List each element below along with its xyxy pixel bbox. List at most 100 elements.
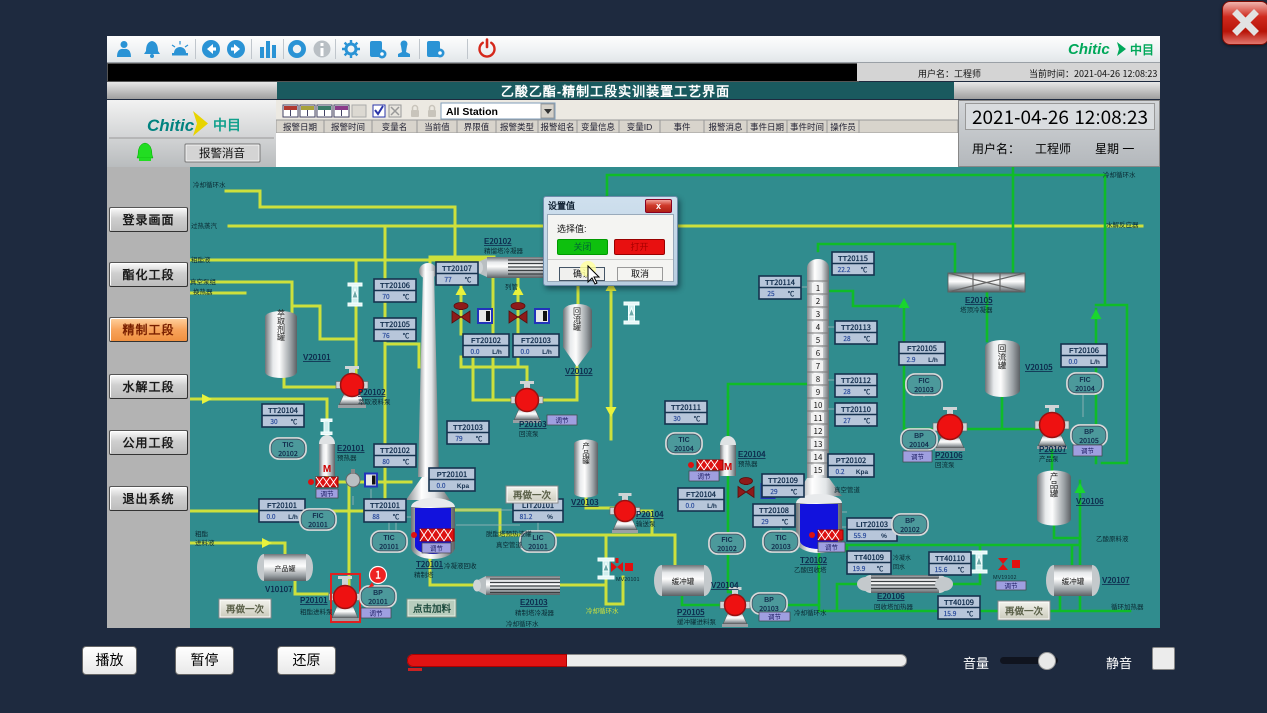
svg-text:V10107: V10107 bbox=[265, 584, 293, 595]
svg-text:L/h: L/h bbox=[1090, 356, 1100, 366]
svg-text:报警消音: 报警消音 bbox=[199, 145, 245, 161]
svg-text:20104: 20104 bbox=[909, 440, 929, 450]
svg-text:℃: ℃ bbox=[864, 415, 871, 425]
svg-text:P20101: P20101 bbox=[300, 595, 328, 606]
svg-text:调节: 调节 bbox=[1005, 580, 1019, 590]
svg-text:P20105: P20105 bbox=[677, 607, 705, 618]
svg-text:FT20104: FT20104 bbox=[686, 489, 717, 500]
svg-text:P20103: P20103 bbox=[519, 419, 547, 430]
svg-text:℃: ℃ bbox=[403, 330, 410, 340]
svg-text:MV20101: MV20101 bbox=[616, 575, 640, 583]
svg-text:20104: 20104 bbox=[1075, 384, 1095, 394]
svg-text:BP: BP bbox=[914, 431, 924, 441]
svg-text:%: % bbox=[881, 530, 887, 540]
svg-text:调节: 调节 bbox=[556, 415, 570, 425]
svg-text:℃: ℃ bbox=[782, 516, 789, 526]
svg-text:水解反应器: 水解反应器 bbox=[1106, 219, 1139, 229]
svg-text:V20104: V20104 bbox=[711, 580, 739, 591]
svg-text:℃: ℃ bbox=[967, 608, 974, 618]
svg-text:报警类型: 报警类型 bbox=[500, 121, 535, 133]
svg-text:粗酯液: 粗酯液 bbox=[191, 254, 211, 264]
svg-text:E20104: E20104 bbox=[738, 449, 766, 460]
svg-text:T20101: T20101 bbox=[416, 559, 444, 570]
svg-text:精馏塔冷凝器: 精馏塔冷凝器 bbox=[484, 245, 524, 255]
svg-text:0.0: 0.0 bbox=[436, 480, 445, 490]
svg-text:精制塔: 精制塔 bbox=[414, 569, 434, 579]
svg-text:30: 30 bbox=[673, 413, 681, 423]
svg-text:8: 8 bbox=[816, 374, 821, 385]
svg-text:预热器: 预热器 bbox=[738, 458, 758, 468]
svg-text:0.0: 0.0 bbox=[685, 500, 694, 510]
svg-text:Chitic: Chitic bbox=[147, 111, 195, 136]
svg-text:事件时间: 事件时间 bbox=[790, 121, 824, 133]
svg-text:TT20101: TT20101 bbox=[370, 500, 400, 511]
svg-text:冷凝水: 冷凝水 bbox=[893, 553, 911, 562]
svg-text:TT20108: TT20108 bbox=[759, 505, 789, 516]
svg-text:缓冲罐: 缓冲罐 bbox=[1062, 576, 1085, 587]
svg-text:调节: 调节 bbox=[370, 608, 384, 618]
svg-text:15.9: 15.9 bbox=[944, 608, 957, 618]
svg-text:塔顶冷凝器: 塔顶冷凝器 bbox=[960, 304, 993, 314]
svg-text:萃取剂罐: 萃取剂罐 bbox=[276, 308, 287, 342]
svg-text:79: 79 bbox=[455, 433, 463, 443]
svg-text:℃: ℃ bbox=[393, 511, 400, 521]
svg-text:PT20101: PT20101 bbox=[437, 469, 467, 480]
svg-text:0.0: 0.0 bbox=[1068, 356, 1077, 366]
svg-text:E20103: E20103 bbox=[520, 597, 548, 608]
svg-text:PT20102: PT20102 bbox=[836, 455, 866, 466]
svg-text:MV19102: MV19102 bbox=[993, 573, 1017, 581]
svg-text:81.2: 81.2 bbox=[520, 511, 533, 521]
svg-text:℃: ℃ bbox=[877, 563, 884, 573]
svg-text:℃: ℃ bbox=[403, 291, 410, 301]
svg-text:28: 28 bbox=[843, 386, 851, 396]
svg-text:20102: 20102 bbox=[278, 449, 298, 459]
svg-text:E20102: E20102 bbox=[484, 236, 512, 247]
svg-text:回流泵: 回流泵 bbox=[519, 428, 539, 438]
svg-text:Kpa: Kpa bbox=[457, 480, 470, 490]
svg-text:20102: 20102 bbox=[717, 544, 737, 554]
svg-text:粗酯: 粗酯 bbox=[195, 528, 209, 538]
svg-text:冷却循环水: 冷却循环水 bbox=[506, 618, 539, 628]
svg-text:LIT20103: LIT20103 bbox=[856, 519, 888, 530]
svg-text:调节: 调节 bbox=[321, 488, 335, 498]
svg-text:88: 88 bbox=[372, 511, 380, 521]
svg-text:10: 10 bbox=[814, 400, 823, 411]
svg-text:FIC: FIC bbox=[312, 511, 323, 521]
svg-text:中目: 中目 bbox=[1130, 41, 1154, 58]
svg-text:20101: 20101 bbox=[528, 542, 548, 552]
svg-text:76: 76 bbox=[382, 330, 390, 340]
svg-text:萃取液料泵: 萃取液料泵 bbox=[358, 396, 391, 406]
svg-text:产品罐: 产品罐 bbox=[1048, 472, 1060, 499]
svg-text:TT20111: TT20111 bbox=[671, 402, 701, 413]
svg-text:20103: 20103 bbox=[759, 604, 779, 614]
svg-text:2: 2 bbox=[816, 296, 821, 307]
svg-text:回收塔加热器: 回收塔加热器 bbox=[874, 601, 914, 611]
svg-text:TT20107: TT20107 bbox=[442, 263, 472, 274]
svg-text:P20106: P20106 bbox=[935, 450, 963, 461]
svg-text:TT20114: TT20114 bbox=[765, 277, 796, 288]
svg-text:V20103: V20103 bbox=[571, 497, 599, 508]
svg-text:Kpa: Kpa bbox=[856, 466, 869, 476]
svg-text:80: 80 bbox=[382, 456, 390, 466]
svg-text:界限值: 界限值 bbox=[464, 121, 490, 133]
svg-text:T20102: T20102 bbox=[800, 555, 828, 566]
svg-text:乙酸回收塔: 乙酸回收塔 bbox=[794, 564, 827, 574]
svg-text:22.2: 22.2 bbox=[838, 264, 851, 274]
svg-text:精制塔冷凝器: 精制塔冷凝器 bbox=[515, 607, 555, 617]
svg-text:报警时间: 报警时间 bbox=[331, 121, 365, 133]
svg-text:变量名: 变量名 bbox=[382, 121, 408, 133]
svg-text:报警消息: 报警消息 bbox=[708, 121, 743, 133]
svg-text:TT20102: TT20102 bbox=[380, 445, 410, 456]
svg-text:M: M bbox=[323, 460, 331, 475]
svg-text:20101: 20101 bbox=[379, 542, 399, 552]
svg-text:冷却循环水: 冷却循环水 bbox=[193, 179, 226, 189]
svg-text:25: 25 bbox=[767, 288, 775, 298]
svg-text:V20105: V20105 bbox=[1025, 362, 1053, 373]
svg-text:FT20103: FT20103 bbox=[521, 335, 551, 346]
svg-text:20101: 20101 bbox=[308, 520, 328, 530]
svg-text:19.9: 19.9 bbox=[853, 563, 866, 573]
svg-text:77: 77 bbox=[444, 274, 452, 284]
svg-text:FIC: FIC bbox=[918, 376, 929, 386]
svg-text:进料液: 进料液 bbox=[195, 537, 215, 547]
svg-text:℃: ℃ bbox=[788, 288, 795, 298]
